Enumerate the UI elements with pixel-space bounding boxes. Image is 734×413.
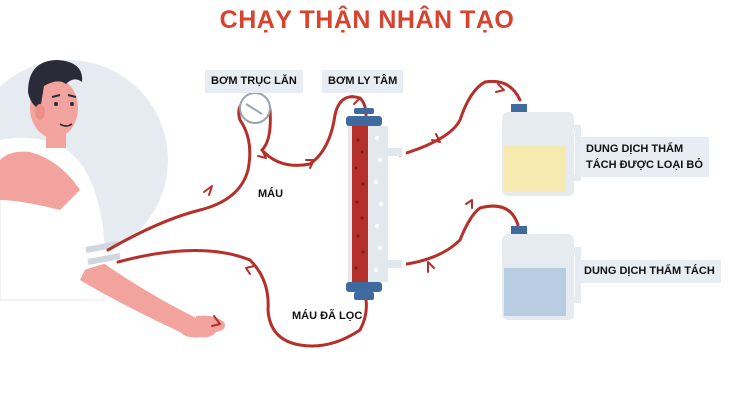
waste-dialysate-label-line2: TÁCH ĐƯỢC LOẠI BỎ: [586, 159, 703, 171]
filtered-blood-label: MÁU ĐÃ LỌC: [292, 310, 363, 322]
arrow-blood-up: [203, 185, 213, 196]
patient-illustration: [0, 60, 225, 338]
fresh-dialysate-line: [398, 204, 520, 267]
blood-tubing: [106, 79, 522, 348]
arrow-into-filter: [351, 95, 361, 105]
fresh-dialysate-container: [502, 226, 581, 320]
diagram-title: CHẠY THẬN NHÂN TẠO: [219, 6, 515, 34]
waste-dialysate-line: [398, 79, 522, 157]
roller-pump: [239, 92, 271, 124]
arrow-waste-top: [495, 83, 505, 93]
arrow-fresh-top: [465, 199, 473, 209]
centrifugal-pump-label: BƠM LY TÂM: [322, 70, 404, 93]
arrow-return-left: [245, 265, 255, 275]
blood-label: MÁU: [258, 188, 284, 200]
arrow-waste-out: [431, 133, 441, 143]
waste-dialysate-label: DUNG DỊCH THẨM TÁCH ĐƯỢC LOẠI BỎ: [580, 137, 709, 177]
fresh-dialysate-label: DUNG DỊCH THẨM TÁCH: [578, 260, 721, 283]
arrow-into-arm: [211, 315, 221, 327]
dialyzer-filter: [346, 108, 406, 300]
waste-dialysate-container: [502, 104, 581, 196]
arrow-roller-down: [257, 149, 267, 159]
roller-pump-label: BƠM TRỤC LĂN: [205, 70, 303, 93]
arrow-blood-right: [305, 159, 315, 169]
flow-arrows: [203, 83, 505, 327]
waste-dialysate-label-line1: DUNG DỊCH THẨM: [586, 143, 684, 155]
arrow-fresh-in: [427, 261, 435, 273]
venous-line: [116, 249, 368, 348]
